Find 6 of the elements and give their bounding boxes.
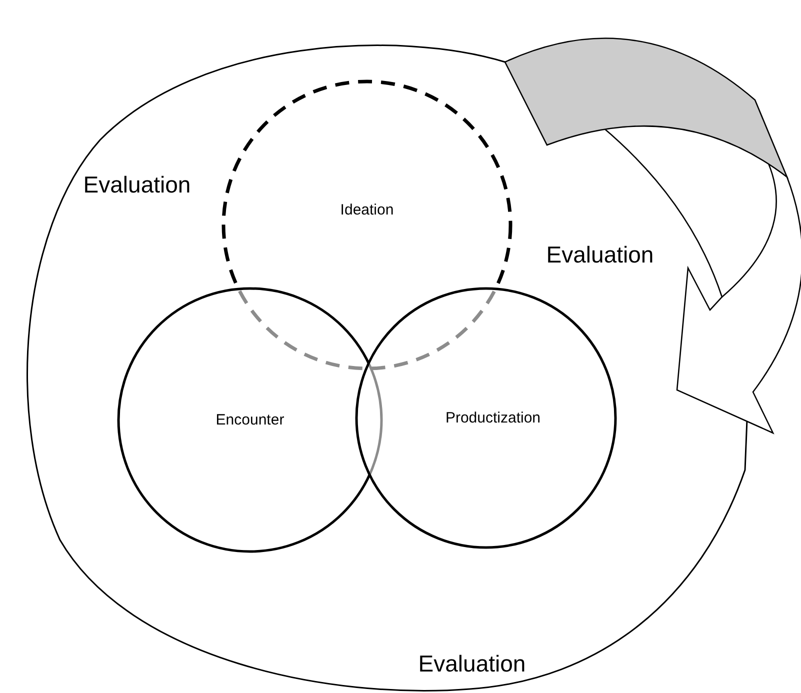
node-label: Evaluation	[83, 172, 191, 198]
node-label: Encounter	[216, 412, 284, 428]
node-label: Productization	[445, 410, 541, 426]
node-label: Ideation	[340, 202, 394, 218]
node-label: Evaluation	[546, 242, 654, 268]
node-label: Evaluation	[418, 650, 526, 678]
